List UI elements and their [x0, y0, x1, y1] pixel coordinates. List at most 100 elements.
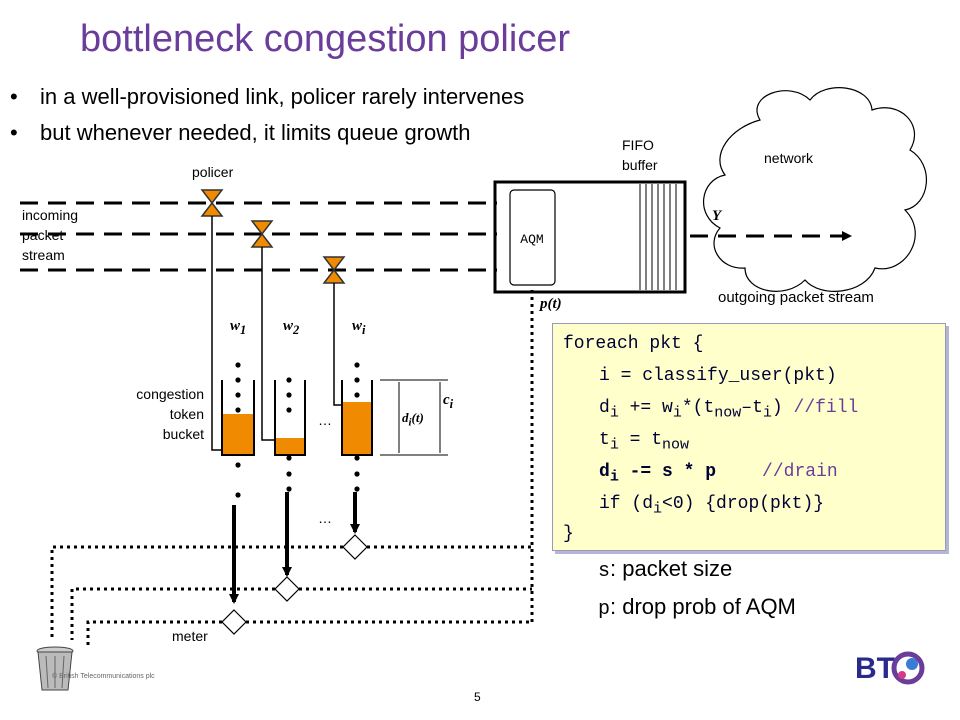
code-text: if (d [599, 494, 654, 514]
code-text: } [563, 524, 574, 544]
page-number: 5 [474, 690, 481, 704]
p-label: p(t) [540, 296, 562, 312]
code-sub: now [662, 436, 690, 454]
w-sub: 2 [293, 323, 300, 337]
code-text: <0) {drop(pkt)} [662, 494, 825, 514]
incoming-label: incoming packet stream [22, 205, 78, 265]
code-sub: now [714, 404, 742, 422]
code-sub: i [609, 468, 619, 486]
bullet-2: • but whenever needed, it limits queue gr… [10, 120, 470, 146]
w-base: w [283, 318, 294, 334]
code-text: d [599, 462, 610, 482]
svg-text:BT: BT [855, 652, 895, 685]
code-text: += w [618, 398, 673, 418]
fifo-label-line: buffer [622, 157, 658, 173]
legend-text: : packet size [610, 556, 733, 581]
di-label: di(t) [402, 410, 424, 429]
bullet-1: • in a well-provisioned link, policer rar… [10, 84, 524, 110]
w-base: w [230, 318, 241, 334]
fifo-label: FIFO buffer [622, 135, 658, 175]
w-base: w [352, 318, 363, 334]
d-base: d [402, 410, 409, 425]
token-bucket-i [341, 380, 373, 456]
legend-symbol: s [598, 560, 611, 583]
token-bucket-2 [274, 380, 306, 456]
valve-icon [322, 256, 346, 284]
meter-label: meter [172, 628, 208, 644]
code-text: -= s * p [618, 462, 717, 482]
c-base: c [443, 392, 450, 408]
slide-title: bottleneck congestion policer [80, 18, 571, 60]
code-text: *(t [681, 398, 715, 418]
incoming-label-line: stream [22, 247, 65, 263]
token-bucket-1 [221, 380, 255, 456]
code-sub: i [609, 436, 619, 454]
aqm-box [509, 189, 556, 286]
diamond-meter-icon [342, 534, 368, 560]
code-sub: i [762, 404, 772, 422]
diamond-meter-icon [221, 609, 247, 635]
legend-text: : drop prob of AQM [610, 594, 796, 619]
code-line-6: if (di<0) {drop(pkt)} [599, 494, 824, 518]
w1-label: w1 [230, 318, 246, 338]
code-text: = t [618, 430, 663, 450]
y-label: Y [712, 208, 722, 224]
legend-symbol: p [598, 598, 611, 621]
outgoing-label: outgoing packet stream [718, 289, 874, 306]
code-text: –t [741, 398, 763, 418]
policer-label: policer [192, 164, 234, 180]
code-text: i = classify_user(pkt) [599, 366, 837, 386]
code-line-1: foreach pkt { [563, 334, 703, 354]
ellipsis-buckets: … [318, 412, 332, 428]
ci-label: ci [443, 392, 453, 412]
bucket-label-line: token [169, 406, 204, 422]
code-text: ) [771, 398, 794, 418]
w2-label: w2 [283, 318, 299, 338]
code-text: foreach pkt { [563, 334, 704, 354]
cloud-icon [703, 87, 927, 292]
c-sub: i [449, 397, 454, 411]
d-sub: i [408, 416, 412, 429]
incoming-label-line: packet [22, 227, 64, 243]
ci-dimension [380, 379, 448, 456]
bullet-1-text: in a well-provisioned link, policer rare… [40, 84, 525, 109]
code-text: d [599, 398, 610, 418]
fifo-label-line: FIFO [622, 137, 654, 153]
diamond-meter-icon [274, 576, 300, 602]
valve-icon [200, 189, 224, 217]
code-line-7: } [563, 524, 574, 544]
bullet-dot: • [10, 84, 18, 109]
incoming-label-line: incoming [22, 207, 79, 223]
code-line-4: ti = tnow [599, 430, 689, 454]
bucket-label: congestion token bucket [100, 384, 204, 444]
w-sub: 1 [240, 323, 247, 337]
ellipsis-meters: … [318, 510, 332, 526]
trash-can-icon [36, 646, 74, 691]
aqm-label: AQM [520, 232, 543, 247]
queue-slots [639, 184, 677, 290]
code-line-5: di -= s * p //drain [599, 462, 838, 486]
code-sub: i [609, 404, 619, 422]
code-sub: i [672, 404, 682, 422]
legend-drop-prob: p: drop prob of AQM [598, 594, 796, 621]
bullet-dot: • [10, 120, 18, 145]
bt-logo-icon: BT [855, 651, 925, 685]
w-sub: i [362, 323, 366, 337]
code-comment: //drain [762, 462, 838, 482]
wi-label: wi [352, 318, 366, 338]
copyright-text: © British Telecommunications plc [52, 673, 155, 680]
bucket-fill [275, 438, 305, 455]
valve-icon [250, 220, 274, 248]
code-sub: i [653, 500, 663, 518]
bullet-2-text: but whenever needed, it limits queue gro… [40, 120, 471, 145]
pseudocode-box: foreach pkt { i = classify_user(pkt) di … [552, 323, 946, 551]
code-comment: //fill [793, 398, 859, 418]
bucket-fill [222, 414, 254, 455]
bucket-label-line: congestion [136, 386, 204, 402]
code-line-3: di += wi*(tnow–ti) //fill [599, 398, 858, 422]
d-suffix: (t) [411, 410, 424, 425]
network-label: network [764, 150, 814, 166]
code-text: t [599, 430, 610, 450]
bucket-label-line: bucket [162, 426, 204, 442]
